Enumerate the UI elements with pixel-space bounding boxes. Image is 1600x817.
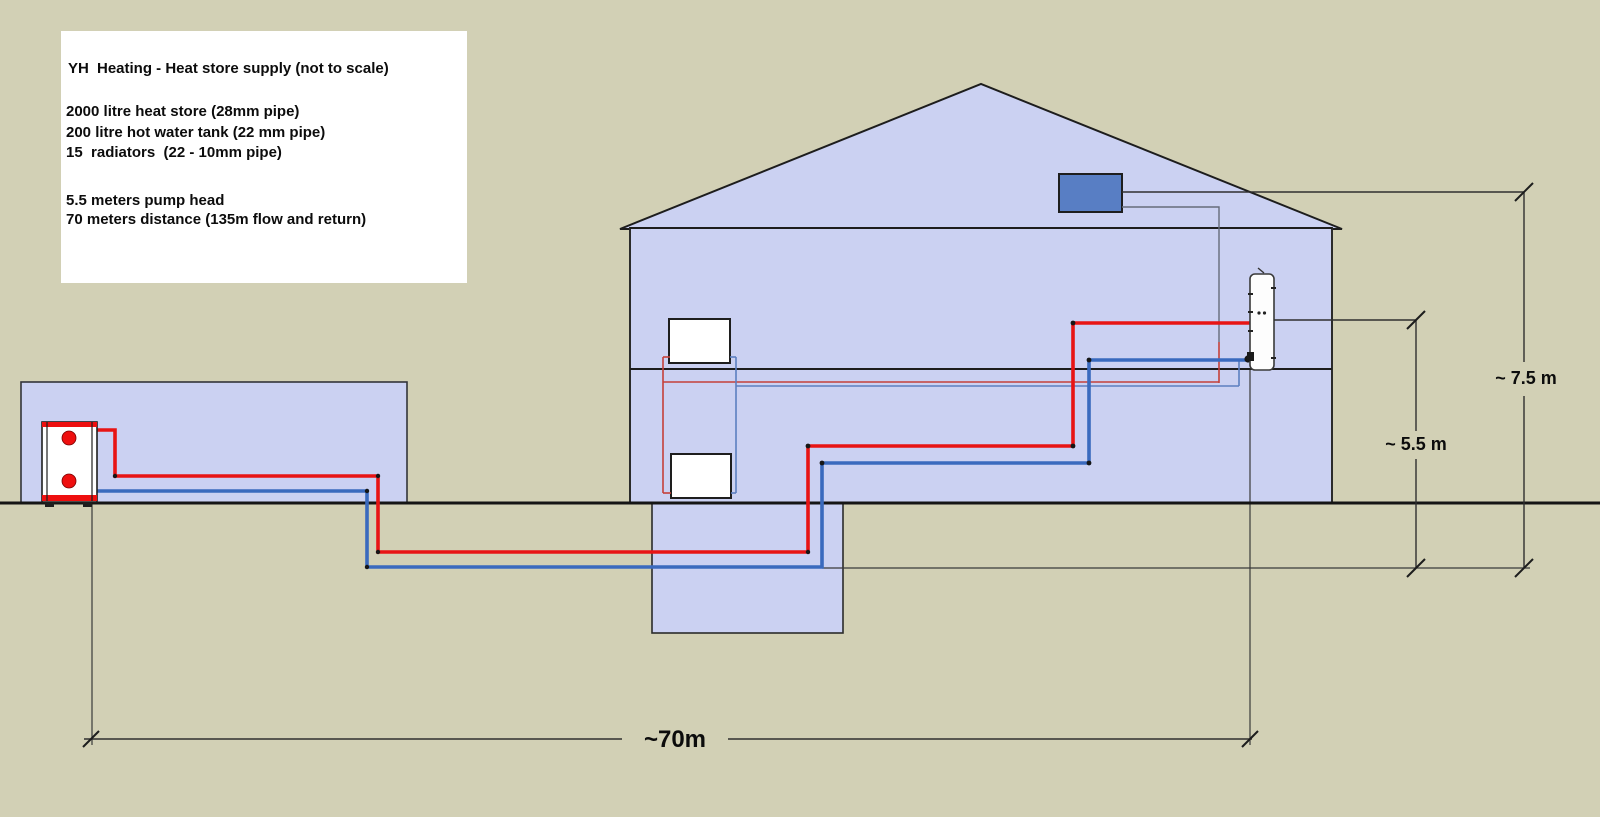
pipe-joint (1086, 460, 1092, 466)
cylinder-body (1249, 273, 1275, 371)
tick-5-5-top (1406, 310, 1426, 330)
pipe-joint (1086, 357, 1092, 363)
hot-water-cylinder (1247, 267, 1276, 371)
radiator-branch-return (730, 356, 1240, 494)
info-panel-title: Heating - Heat store supply (not to scal… (97, 60, 389, 77)
heat-store-top-band (42, 422, 97, 427)
cylinder-stat-dot (1262, 311, 1267, 315)
spec-line-hot-water-tank: 200 litre hot water tank (22 mm pipe) (66, 124, 325, 141)
cylinder-top-cap (1257, 267, 1265, 274)
dimension-lines (84, 191, 1525, 740)
cylinder-connection-blob (1247, 352, 1254, 361)
tick-5-5-bottom (1406, 558, 1426, 578)
heat-store-unit (41, 421, 98, 507)
pipe-joint (112, 473, 118, 479)
heat-store-foot-left (45, 502, 54, 507)
cylinder-stat-dot (1257, 311, 1261, 315)
info-panel: YH Heating - Heat store supply (not to s… (61, 31, 467, 283)
pipe-joint (364, 488, 370, 494)
heat-store-foot-right (83, 502, 92, 507)
radiator-lower (670, 453, 732, 499)
pipe-joint (364, 564, 370, 570)
tick-70-right (1241, 730, 1259, 748)
header-feed-line (1122, 206, 1220, 342)
spec-line-heat-store: 2000 litre heat store (28mm pipe) (66, 103, 299, 120)
spec-line-radiators: 15 radiators (22 - 10mm pipe) (66, 144, 282, 161)
pipe-joint (1070, 443, 1076, 449)
dim-label-7-5m: ~ 7.5 m (1495, 368, 1557, 388)
radiator-branch-flow (662, 342, 1220, 494)
dim-label-70m: ~70m (644, 726, 706, 753)
main-return-pipe (97, 358, 1248, 569)
info-panel-brand: YH (68, 60, 89, 77)
spec-line-pump-head: 5.5 meters pump head (66, 192, 224, 209)
pipe-joint (819, 460, 825, 466)
house-walls (629, 227, 1333, 504)
cylinder-ports (1248, 287, 1276, 359)
main-flow-pipe (97, 321, 1250, 554)
roof-header-tank (1058, 173, 1123, 213)
spec-line-distance: 70 meters distance (135m flow and return… (66, 211, 366, 228)
heat-store-port-upper (61, 430, 77, 446)
pipe-joint (375, 549, 381, 555)
extension-lines (91, 370, 1530, 745)
radiator-upper (668, 318, 731, 364)
tick-7-5-top (1514, 182, 1534, 202)
heat-store-port-lower (61, 473, 77, 489)
info-panel-background (61, 31, 467, 283)
pipe-joint (1070, 320, 1076, 326)
heat-store-bottom-band (42, 495, 97, 501)
dimension-ticks (82, 182, 1534, 748)
tick-7-5-bottom (1514, 558, 1534, 578)
pipe-joint (375, 473, 381, 479)
pipe-joint (805, 549, 811, 555)
dim-label-5-5m: ~ 5.5 m (1385, 434, 1447, 454)
pipe-joint (805, 443, 811, 449)
pipe-joints (112, 320, 1252, 570)
tick-70-left (82, 730, 100, 748)
